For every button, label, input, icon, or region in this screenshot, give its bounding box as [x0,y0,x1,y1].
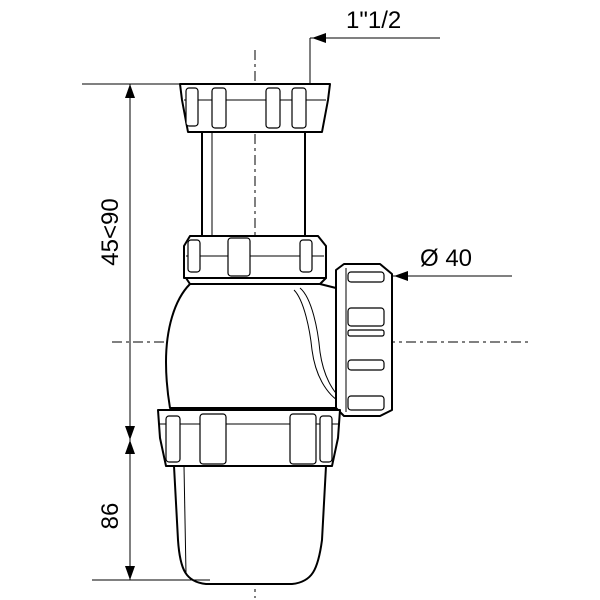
outlet-diameter-label: Ø 40 [420,245,472,272]
tail-pipe [201,132,306,238]
dimension-lower-height: 86 [92,440,210,581]
dimension-inlet-thread: 1"1/2 [309,7,440,84]
inlet-thread-label: 1"1/2 [346,7,401,34]
middle-nut [183,235,327,285]
bottle-cup [173,465,327,585]
lower-height-label: 86 [97,503,124,530]
dimension-height-adjustable: 45<90 [82,83,182,440]
height-adjustable-label: 45<90 [97,198,124,265]
dimension-outlet-diameter: Ø 40 [392,245,512,281]
trap-body [165,283,345,409]
outlet-connector [335,263,393,417]
inlet-nut [179,83,331,133]
bottom-nut [157,409,341,467]
